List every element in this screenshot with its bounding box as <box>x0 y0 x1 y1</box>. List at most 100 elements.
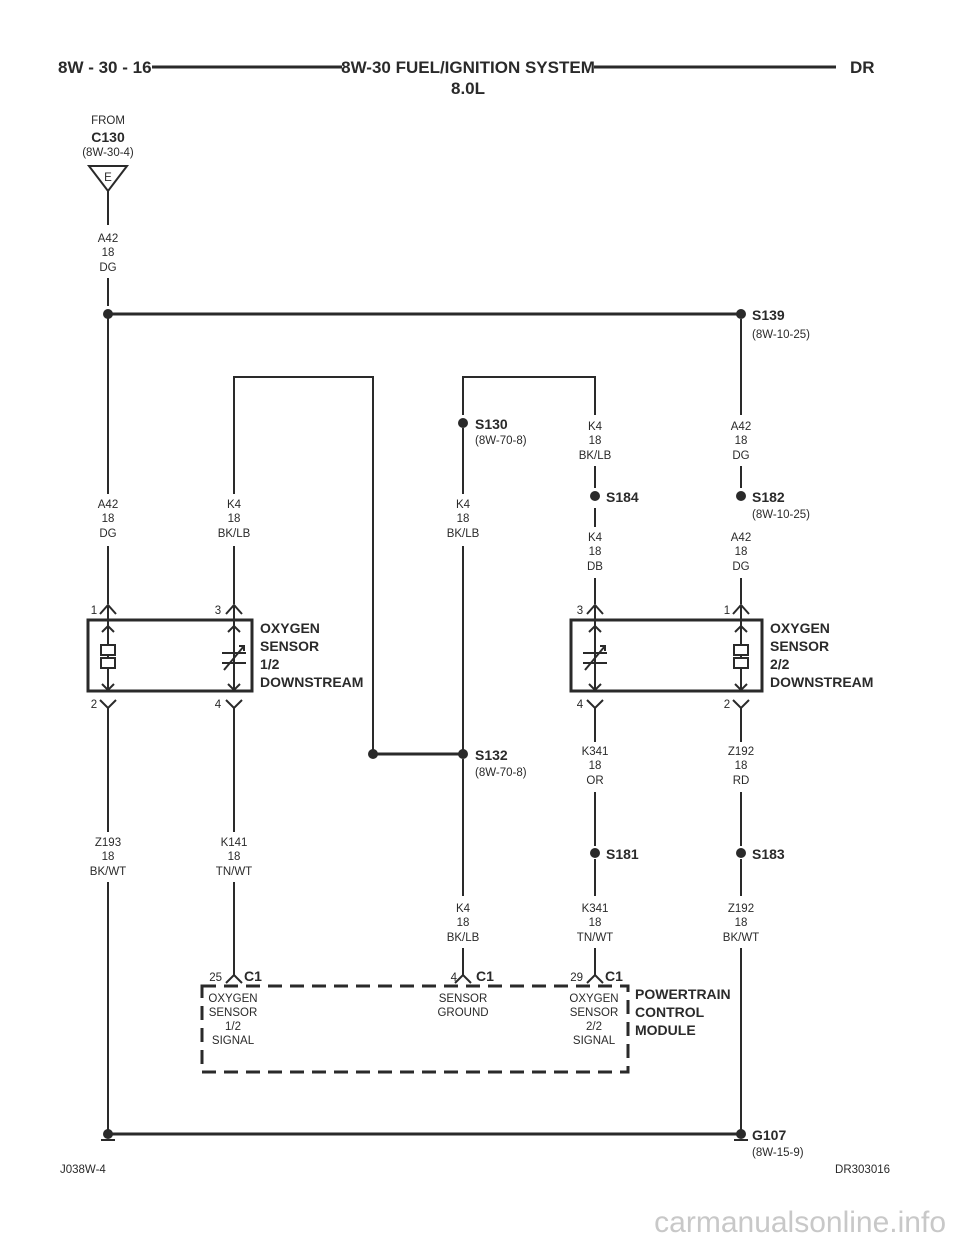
svg-text:SENSOR: SENSOR <box>770 638 829 654</box>
svg-text:Z192: Z192 <box>728 903 754 915</box>
svg-text:SIGNAL: SIGNAL <box>212 1035 255 1047</box>
svg-text:MODULE: MODULE <box>635 1022 696 1038</box>
wire-label-a42-top: A42 18 DG <box>98 233 118 274</box>
svg-text:Z192: Z192 <box>728 746 754 758</box>
wire-label-k141: K141 18 TN/WT <box>216 837 252 878</box>
splice-s184-dot <box>590 491 600 501</box>
splice-s182-name: S182 <box>752 489 785 505</box>
splice-s182-dot <box>736 491 746 501</box>
svg-text:OXYGEN: OXYGEN <box>208 993 257 1005</box>
drawing-number: DR303016 <box>835 1164 890 1176</box>
wire-label-z192-rd: Z192 18 RD <box>728 746 754 787</box>
svg-text:SENSOR: SENSOR <box>570 1007 619 1019</box>
svg-text:SIGNAL: SIGNAL <box>573 1035 616 1047</box>
svg-text:A42: A42 <box>731 532 751 544</box>
svg-text:4: 4 <box>215 699 222 711</box>
svg-text:C1: C1 <box>244 968 262 984</box>
splice-s139-dot <box>736 309 746 319</box>
svg-text:TN/WT: TN/WT <box>577 932 613 944</box>
from-connector-ref: (8W-30-4) <box>82 147 134 159</box>
svg-text:C1: C1 <box>605 968 623 984</box>
splice-s139-ref: (8W-10-25) <box>752 329 810 341</box>
svg-text:BK/LB: BK/LB <box>218 528 251 540</box>
svg-text:18: 18 <box>228 513 241 525</box>
svg-text:1: 1 <box>91 605 97 617</box>
splice-s183-dot <box>736 848 746 858</box>
svg-text:K4: K4 <box>227 499 242 511</box>
svg-text:2/2: 2/2 <box>770 656 790 672</box>
svg-text:1/2: 1/2 <box>260 656 280 672</box>
svg-text:1: 1 <box>724 605 730 617</box>
svg-text:18: 18 <box>228 851 241 863</box>
svg-text:DOWNSTREAM: DOWNSTREAM <box>770 674 873 690</box>
splice-s139-name: S139 <box>752 307 785 323</box>
svg-text:29: 29 <box>570 972 583 984</box>
connector-arrow-icon <box>86 165 130 193</box>
svg-text:DOWNSTREAM: DOWNSTREAM <box>260 674 363 690</box>
svg-text:2: 2 <box>724 699 730 711</box>
svg-text:DG: DG <box>99 528 116 540</box>
figure-id: J038W-4 <box>60 1164 106 1176</box>
svg-text:2: 2 <box>91 699 97 711</box>
svg-text:BK/WT: BK/WT <box>90 866 126 878</box>
svg-text:25: 25 <box>209 972 222 984</box>
svg-text:OXYGEN: OXYGEN <box>569 993 618 1005</box>
oxygen-sensor-2-2: 3 1 4 2 OXYGEN SENSOR 2/2 DOWNSTREAM <box>569 603 873 711</box>
svg-text:18: 18 <box>457 513 470 525</box>
wire-label-k4-mid: K4 18 BK/LB <box>447 499 480 540</box>
splice-s130-name: S130 <box>475 416 508 432</box>
from-connector-name: C130 <box>91 129 125 145</box>
svg-text:TN/WT: TN/WT <box>216 866 252 878</box>
ground-g107-dot <box>736 1129 746 1139</box>
ground-g107-name: G107 <box>752 1127 786 1143</box>
page-subtitle: 8.0L <box>451 79 485 98</box>
svg-text:A42: A42 <box>98 233 118 245</box>
splice-s132-name: S132 <box>475 747 508 763</box>
svg-text:BK/LB: BK/LB <box>447 932 480 944</box>
svg-text:18: 18 <box>735 435 748 447</box>
wire-label-k4-right-top: K4 18 BK/LB <box>579 421 612 462</box>
svg-text:K141: K141 <box>221 837 248 849</box>
svg-text:4: 4 <box>451 972 458 984</box>
svg-text:18: 18 <box>102 513 115 525</box>
splice-s130-dot <box>458 418 468 428</box>
svg-text:4: 4 <box>577 699 584 711</box>
watermark: carmanualsonline.info <box>654 1206 946 1239</box>
svg-text:18: 18 <box>589 546 602 558</box>
svg-text:18: 18 <box>589 760 602 772</box>
svg-text:K4: K4 <box>588 421 603 433</box>
svg-text:OXYGEN: OXYGEN <box>260 620 320 636</box>
svg-text:K4: K4 <box>588 532 603 544</box>
heater-icon <box>733 644 749 656</box>
svg-text:18: 18 <box>589 917 602 929</box>
svg-text:OXYGEN: OXYGEN <box>770 620 830 636</box>
wire-label-k4-bottom: K4 18 BK/LB <box>447 903 480 944</box>
from-connector-pin: E <box>104 172 112 184</box>
svg-text:K4: K4 <box>456 499 471 511</box>
svg-text:SENSOR: SENSOR <box>260 638 319 654</box>
page-title: 8W-30 FUEL/IGNITION SYSTEM <box>341 58 595 77</box>
splice-s184-name: S184 <box>606 489 639 505</box>
svg-text:1/2: 1/2 <box>225 1021 241 1033</box>
wire-label-z192-bkwt: Z192 18 BK/WT <box>723 903 759 944</box>
svg-text:POWERTRAIN: POWERTRAIN <box>635 986 731 1002</box>
variable-resistor-icon <box>223 645 245 671</box>
svg-text:18: 18 <box>102 851 115 863</box>
svg-text:3: 3 <box>577 605 583 617</box>
svg-text:18: 18 <box>735 546 748 558</box>
svg-text:BK/WT: BK/WT <box>723 932 759 944</box>
svg-text:K4: K4 <box>456 903 471 915</box>
ground-g107-ref: (8W-15-9) <box>752 1147 804 1159</box>
wire-label-k4-left: K4 18 BK/LB <box>218 499 251 540</box>
splice-s130-ref: (8W-70-8) <box>475 435 527 447</box>
svg-text:18: 18 <box>102 247 115 259</box>
svg-text:A42: A42 <box>731 421 751 433</box>
splice-s132-dot <box>458 749 468 759</box>
svg-text:SENSOR: SENSOR <box>209 1007 258 1019</box>
svg-text:GROUND: GROUND <box>437 1007 488 1019</box>
svg-text:BK/LB: BK/LB <box>447 528 480 540</box>
splice-s183-name: S183 <box>752 846 785 862</box>
page-number: 8W - 30 - 16 <box>58 58 152 77</box>
wire-label-k341-or: K341 18 OR <box>582 746 609 787</box>
